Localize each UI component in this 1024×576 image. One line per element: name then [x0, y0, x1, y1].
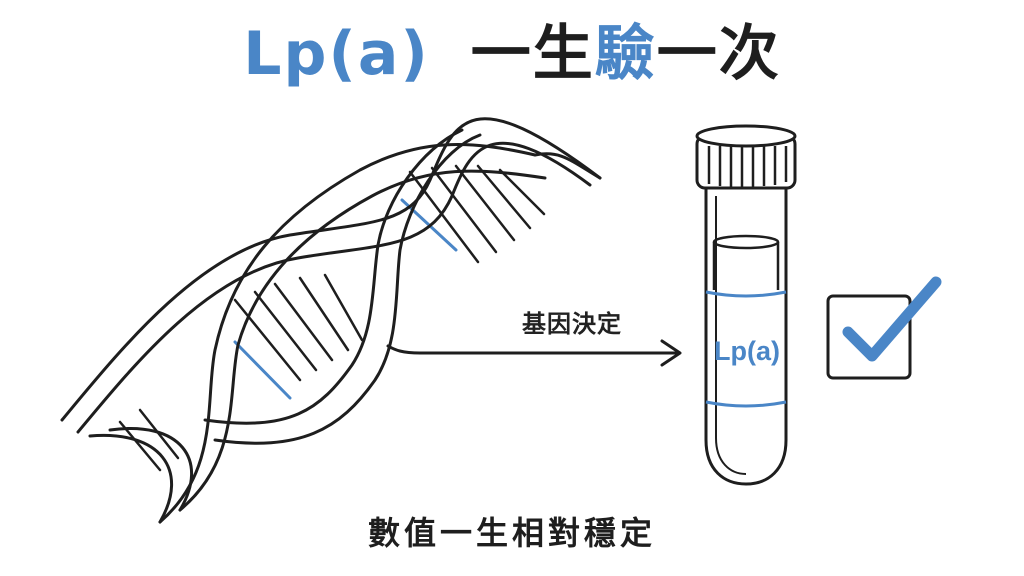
dna-strand-a: [60, 117, 602, 422]
dna-strand-b-lower: [213, 133, 482, 445]
bottom-caption: 數值一生相對穩定: [367, 514, 656, 552]
page-title: Lp(a) 一生驗一次: [0, 14, 1024, 94]
title-lpa: Lp(a): [243, 19, 430, 89]
dna-strand-b: [88, 427, 193, 524]
dna-helix-icon: [60, 117, 602, 524]
tube-label-bottom-line: [705, 400, 787, 408]
tube-cap-top: [695, 124, 797, 148]
checkbox-box: [826, 294, 912, 380]
tube-label: Lp(a): [714, 336, 780, 366]
test-tube-icon: [695, 124, 797, 486]
tube-liquid-edge: [712, 242, 780, 290]
tube-cap-ridges: [707, 146, 788, 187]
dna-strand-b-lower-inner: [203, 128, 464, 425]
dna-strand-b-body-inner: [178, 169, 547, 512]
arrow-label: 基因決定: [522, 310, 622, 338]
title-once: 一次: [656, 19, 781, 89]
tube-label-top-line: [705, 290, 787, 298]
title-lifetime: 一生: [470, 19, 595, 89]
arrow-right-icon: [386, 339, 682, 367]
dna-top-loop: [533, 152, 602, 180]
checkbox-checked-icon: [826, 276, 942, 380]
tube-body: [704, 186, 788, 486]
check-mark: [842, 276, 942, 362]
tube-inner-line: [715, 196, 747, 475]
title-test: 驗: [594, 19, 657, 89]
